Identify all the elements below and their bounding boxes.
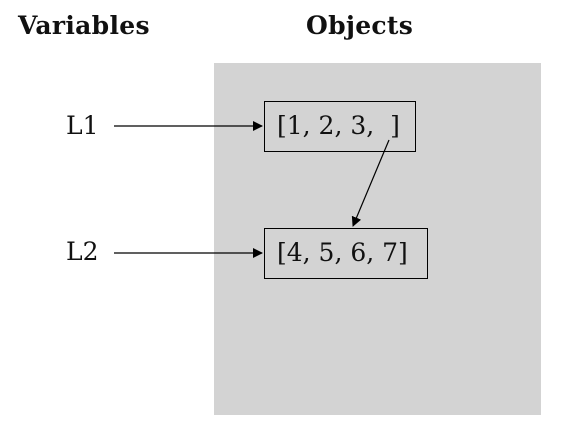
list-object-1: [1, 2, 3, ]: [264, 101, 416, 152]
list-object-2: [4, 5, 6, 7]: [264, 228, 428, 279]
variable-l2-label: L2: [66, 237, 99, 266]
variables-heading: Variables: [18, 11, 150, 40]
objects-heading: Objects: [306, 11, 414, 40]
objects-panel: [214, 63, 541, 415]
variable-l1-label: L1: [66, 111, 99, 140]
